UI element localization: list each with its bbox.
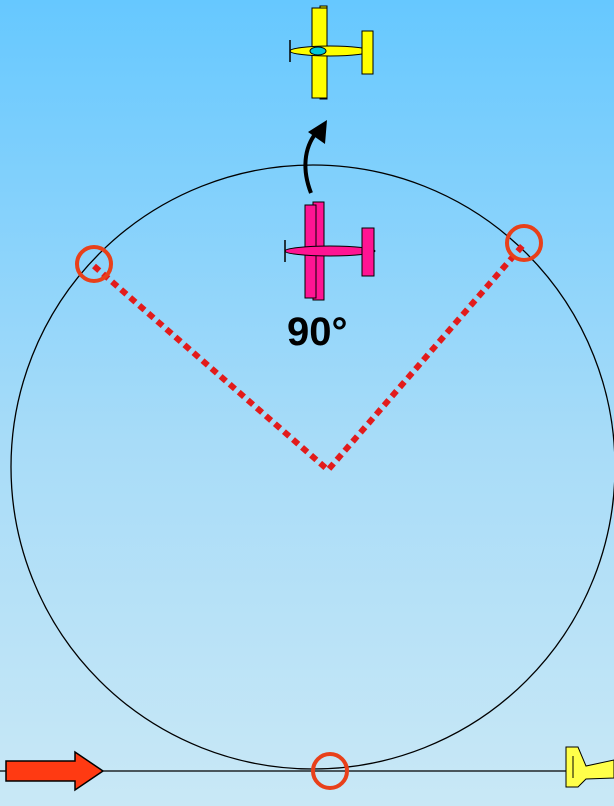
marker-right	[507, 226, 541, 260]
airplane-icon	[290, 6, 373, 99]
angle-label: 90°	[287, 310, 348, 354]
entry-arrow-icon	[6, 752, 103, 790]
marker-left	[77, 247, 111, 281]
curved-arrow-icon	[305, 120, 327, 193]
airplane-icon	[285, 202, 375, 300]
airplane-icon	[566, 747, 614, 787]
